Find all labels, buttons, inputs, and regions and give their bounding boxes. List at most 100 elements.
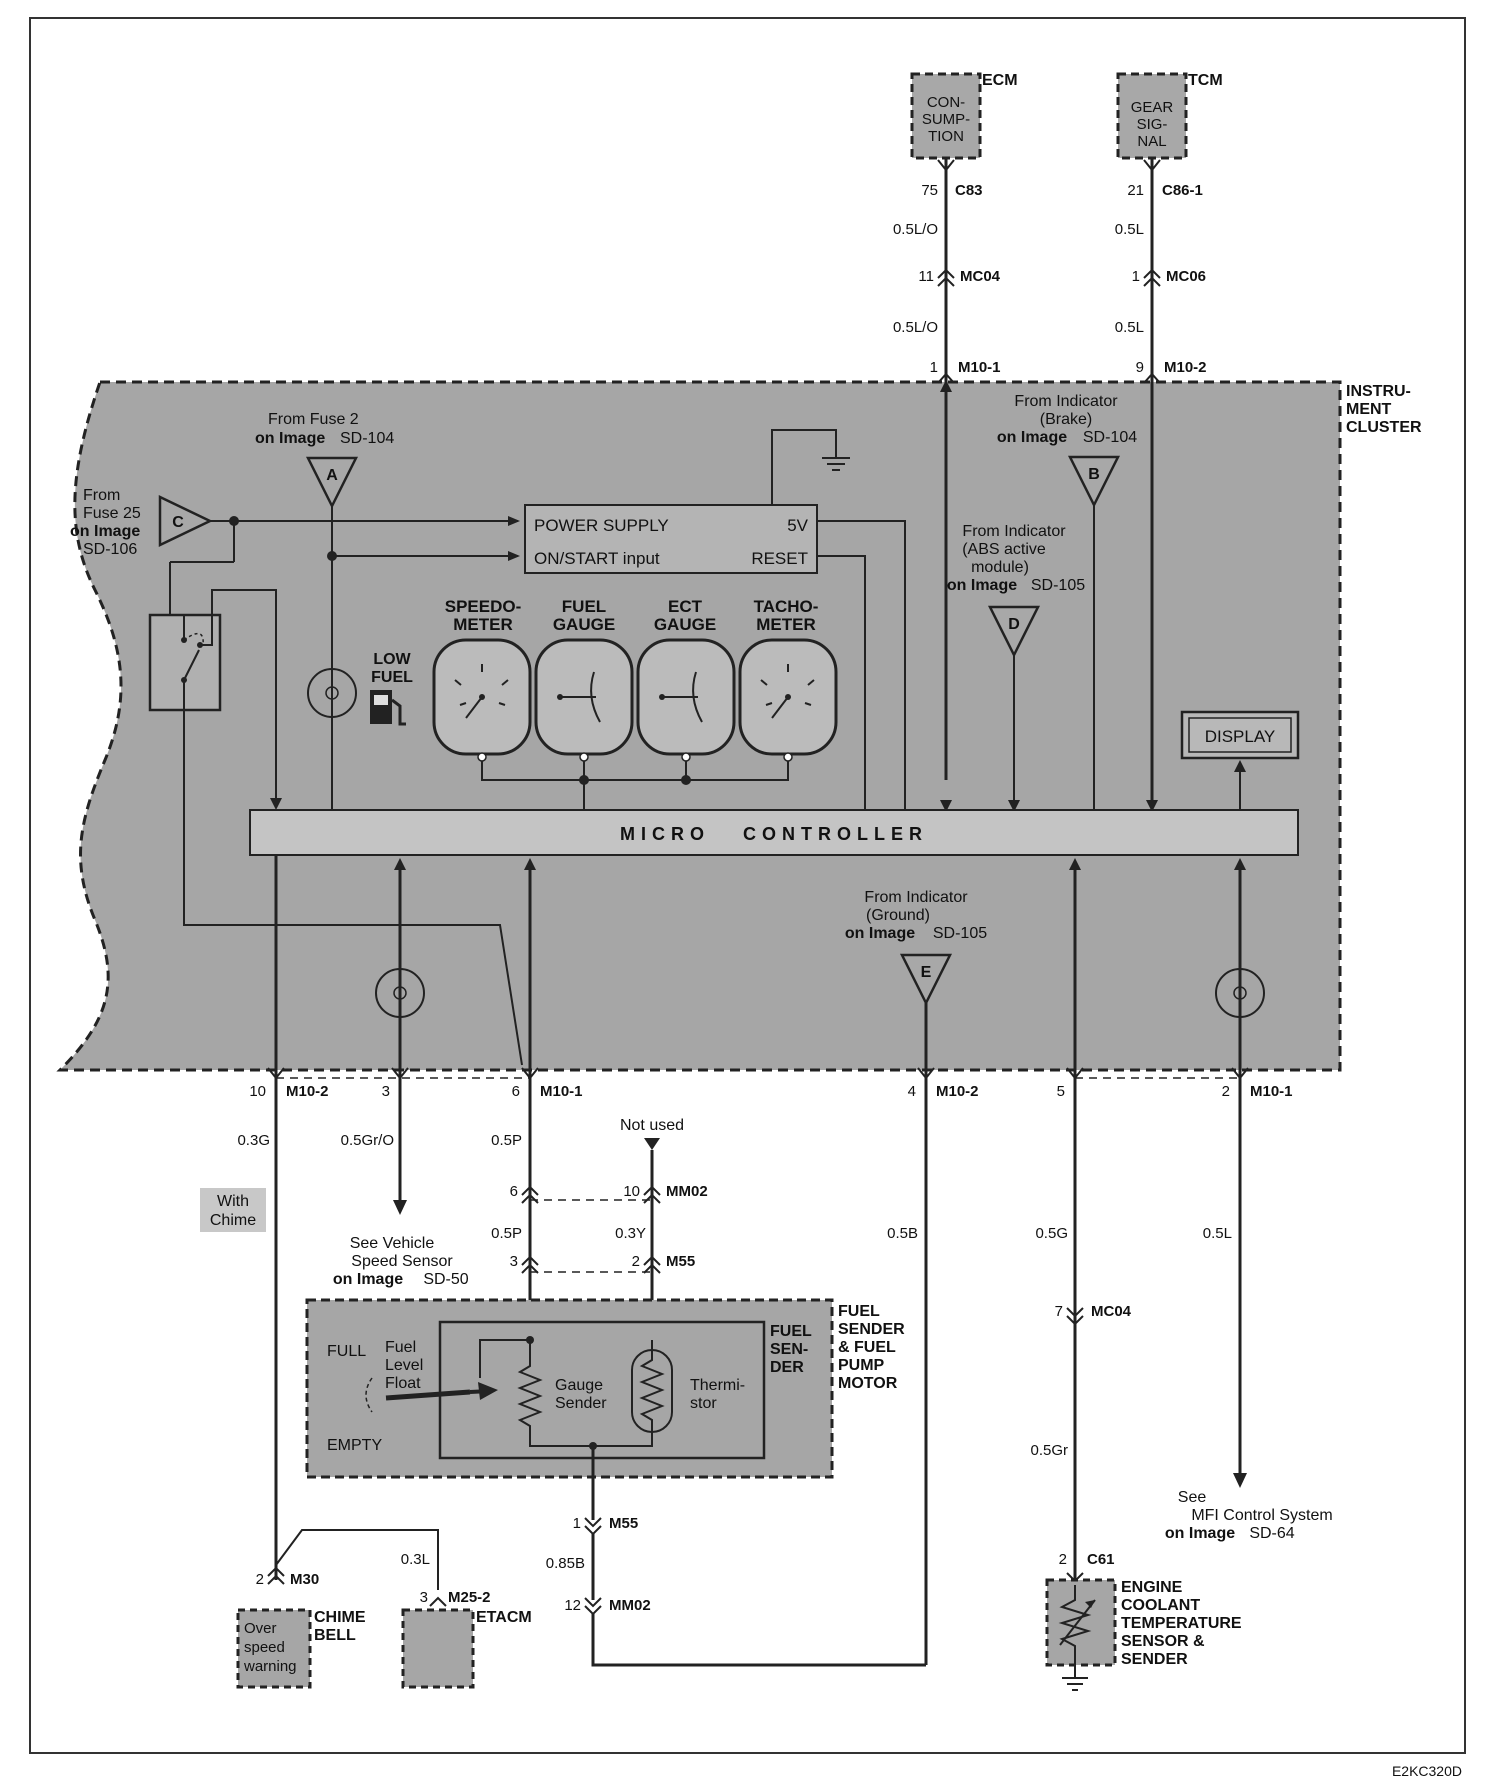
abs-line5: SD-105 <box>1031 577 1085 594</box>
m252-pin: 3 <box>420 1589 428 1606</box>
cluster-title-3: CLUSTER <box>1346 419 1422 436</box>
m55-c-conn: M55 <box>609 1515 638 1532</box>
fuse25-line4: SD-106 <box>83 541 137 558</box>
m55-conn: M55 <box>666 1253 695 1270</box>
low-fuel-lamp <box>307 668 357 718</box>
fuel-sender-title-4: PUMP <box>838 1357 885 1374</box>
float-3: Float <box>385 1375 421 1392</box>
thermistor-2: stor <box>690 1395 717 1412</box>
cluster-title-1: INSTRU- <box>1346 383 1411 400</box>
ecm-conn: C83 <box>955 182 983 199</box>
w4-label: 0.5B <box>887 1225 918 1242</box>
tachometer-gauge <box>738 638 838 762</box>
overspeed-3: warning <box>243 1658 297 1675</box>
diagram-border <box>29 17 1466 1754</box>
w10b-label: 0.3Y <box>615 1225 646 1242</box>
m102-top-pin: 9 <box>1136 359 1144 376</box>
with-chime-2: Chime <box>210 1212 256 1229</box>
m101-top-pin: 1 <box>930 359 938 376</box>
b10-pin: 10 <box>249 1083 266 1100</box>
gauge-sender-1: Gauge <box>555 1377 603 1394</box>
mm02-conn: MM02 <box>666 1183 708 1200</box>
ect-sensor-5: SENDER <box>1121 1651 1188 1668</box>
display-label: DISPLAY <box>1205 727 1276 746</box>
tcm-wire-1: 0.5L <box>1115 221 1144 238</box>
b10-conn: M10-2 <box>286 1083 329 1100</box>
mfi-line4: SD-64 <box>1249 1525 1294 1542</box>
ecm-box-line3: TION <box>928 128 964 145</box>
etacm-label: ETACM <box>476 1609 532 1626</box>
micro-controller-label: MICRO CONTROLLER <box>620 824 928 844</box>
ecm-module: CON- SUMP- TION ECM <box>910 72 1018 160</box>
chime-bell-2: BELL <box>314 1627 356 1644</box>
m30-pin: 2 <box>256 1571 264 1588</box>
mfi-line2: MFI Control System <box>1191 1507 1332 1524</box>
marker-c <box>158 495 213 547</box>
c61-conn: C61 <box>1087 1551 1115 1568</box>
b6-conn: M10-1 <box>540 1083 583 1100</box>
speedo-line2: METER <box>453 615 513 634</box>
marker-e-label: E <box>921 964 932 981</box>
ect-gauge <box>636 638 736 762</box>
vss-line3: on Image <box>333 1271 403 1288</box>
mc04-top-conn: MC04 <box>960 268 1001 285</box>
float-1: Fuel <box>385 1339 416 1356</box>
fuse2-line2: on Image <box>255 430 325 447</box>
marker-a <box>305 456 359 509</box>
fuel-sender-inner-2: SEN- <box>770 1341 808 1358</box>
tacho-line2: METER <box>756 615 816 634</box>
ect-sensor-4: SENSOR & <box>1121 1633 1205 1650</box>
cluster-title-2: MENT <box>1346 401 1392 418</box>
ecm-box-line2: SUMP- <box>922 111 970 128</box>
thermistor-1: Thermi- <box>690 1377 745 1394</box>
overspeed-2: speed <box>244 1639 285 1656</box>
mc04-top-pin: 11 <box>918 268 934 285</box>
ground-line3: on Image <box>845 925 915 942</box>
tcm-box-line3: NAL <box>1137 133 1166 150</box>
power-supply-block <box>524 504 818 574</box>
on-start-label: ON/START input <box>534 549 660 568</box>
display-box <box>1180 710 1300 760</box>
w6-label: 0.5P <box>491 1132 522 1149</box>
ground-line1: From Indicator <box>864 889 968 906</box>
m30-conn: M30 <box>290 1571 319 1588</box>
vss-line4: SD-50 <box>423 1271 468 1288</box>
mc04-bot-pin: 7 <box>1055 1303 1063 1320</box>
ect-sensor-3: TEMPERATURE <box>1121 1615 1242 1632</box>
w2-label: 0.5L <box>1203 1225 1232 1242</box>
etacm-box <box>401 1608 475 1689</box>
fuse25-line1: From <box>83 487 120 504</box>
c61-pin: 2 <box>1059 1551 1067 1568</box>
ecm-wire-1: 0.5L/O <box>893 221 938 238</box>
fuel-sender-inner-1: FUEL <box>770 1323 812 1340</box>
m102-top-conn: M10-2 <box>1164 359 1207 376</box>
ect-sensor-1: ENGINE <box>1121 1579 1183 1596</box>
b4-pin: 4 <box>908 1083 916 1100</box>
speed-lamp <box>375 968 425 1018</box>
chime-bell-box <box>236 1608 312 1689</box>
fuse2-line3: SD-104 <box>340 430 394 447</box>
fuel-gauge-line1: FUEL <box>562 597 606 616</box>
mfi-lamp <box>1215 968 1265 1018</box>
marker-b-label: B <box>1088 466 1100 483</box>
tcm-box-line2: SIG- <box>1137 116 1168 133</box>
abs-line2: (ABS active <box>962 541 1046 558</box>
tcm-pin: 21 <box>1127 182 1144 199</box>
b5-pin: 5 <box>1057 1083 1065 1100</box>
mm02-c-pin: 12 <box>564 1597 581 1614</box>
vss-line2: Speed Sensor <box>351 1253 453 1270</box>
fuel-sender-title-2: SENDER <box>838 1321 905 1338</box>
brake-line1: From Indicator <box>1014 393 1118 410</box>
w6b-label: 0.5P <box>491 1225 522 1242</box>
ect-sensor <box>1045 1578 1117 1667</box>
chime-bell-1: CHIME <box>314 1609 366 1626</box>
five-v-label: 5V <box>787 516 808 535</box>
tacho-line1: TACHO- <box>754 597 819 616</box>
ect-gauge-line1: ECT <box>668 597 703 616</box>
fuel-sender-inner-3: DER <box>770 1359 804 1376</box>
tcm-wire-2: 0.5L <box>1115 319 1144 336</box>
tcm-box-line1: GEAR <box>1131 99 1174 116</box>
brake-line4: SD-104 <box>1083 429 1137 446</box>
ecm-box-line1: CON- <box>927 94 965 111</box>
